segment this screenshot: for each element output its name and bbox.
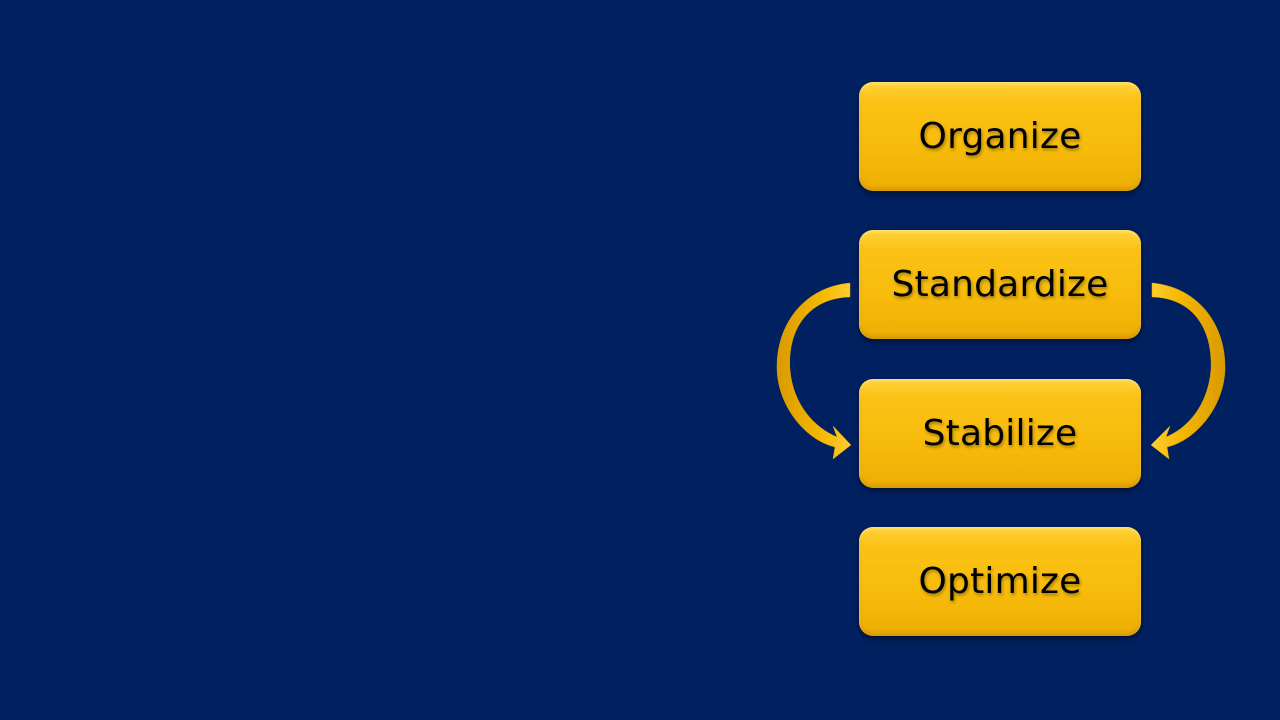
step-box-organize: Organize: [859, 82, 1141, 191]
step-label-optimize: Optimize: [918, 561, 1082, 602]
step-box-standardize: Standardize: [859, 230, 1141, 339]
step-label-organize: Organize: [918, 116, 1082, 157]
left-curved-arrow-icon: [776, 282, 852, 460]
step-box-optimize: Optimize: [859, 527, 1141, 636]
step-box-stabilize: Stabilize: [859, 379, 1141, 488]
step-label-standardize: Standardize: [891, 264, 1109, 305]
step-label-stabilize: Stabilize: [922, 413, 1078, 454]
right-curved-arrow-icon: [1150, 282, 1226, 460]
